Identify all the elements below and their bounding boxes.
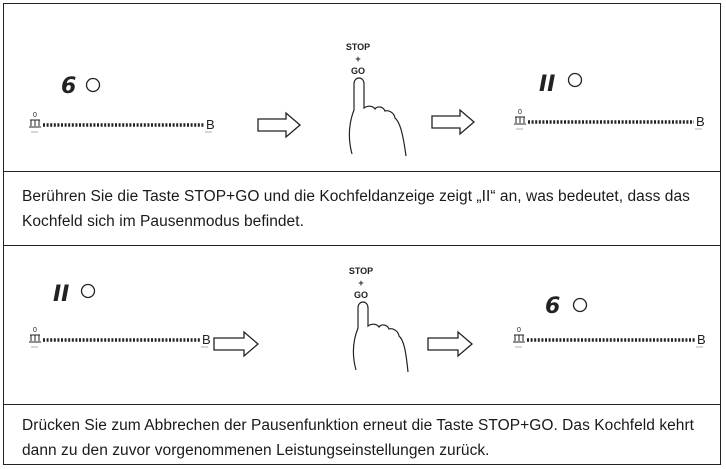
- pot-icon: [514, 116, 526, 125]
- key-label-go: GO: [351, 66, 365, 76]
- cooking-zone-display: 6: [545, 294, 588, 319]
- cooking-zone-display: II: [539, 72, 583, 97]
- stop-go-key: STOP + GO: [346, 42, 370, 76]
- arrow-right-icon: [427, 330, 473, 358]
- key-label-plus: +: [358, 278, 363, 288]
- figure-pause-off-svg: II 0 B STOP + GO: [29, 266, 706, 373]
- slider-max-label: B: [697, 332, 706, 347]
- pause-indicator-digit: II: [539, 72, 555, 97]
- pot-icon: [29, 334, 41, 343]
- slider-min-label: 0: [518, 109, 522, 116]
- figure-pause-on: 6 0 B STOP + GO: [4, 4, 720, 171]
- slider-max-label: B: [696, 114, 705, 129]
- pause-indicator-digit: II: [53, 282, 69, 307]
- arrow-right-icon: [257, 111, 301, 139]
- finger-hand-icon: [352, 301, 409, 373]
- slider-min-label: 0: [33, 112, 37, 119]
- arrow-right-icon: [431, 108, 475, 136]
- cooking-zone-display: II: [53, 282, 96, 307]
- power-level-digit: 6: [545, 294, 560, 319]
- zone-indicator-icon: [85, 77, 101, 93]
- slider-max-label: B: [206, 117, 215, 132]
- key-label-go: GO: [354, 290, 368, 300]
- power-slider: 0 B: [29, 327, 211, 348]
- stop-go-key: STOP + GO: [349, 266, 373, 300]
- zone-indicator-icon: [80, 283, 96, 299]
- finger-hand-icon: [348, 77, 407, 157]
- slider-max-label: B: [202, 332, 211, 347]
- slider-min-label: 0: [33, 327, 37, 334]
- key-label-plus: +: [355, 54, 360, 64]
- key-label-stop: STOP: [346, 42, 370, 52]
- figure-pause-on-svg: 6 0 B STOP + GO: [29, 42, 705, 157]
- arrow-right-icon: [213, 330, 259, 358]
- caption-pause-off: Drücken Sie zum Abbrechen der Pausenfunk…: [22, 417, 695, 459]
- zone-indicator-icon: [572, 297, 588, 313]
- power-slider: 0 B: [513, 327, 706, 348]
- caption-pause-on: Berühren Sie die Taste STOP+GO und die K…: [22, 188, 690, 230]
- figure-pause-off: II 0 B STOP + GO: [4, 246, 720, 404]
- instruction-frame: 6 0 B STOP + GO: [3, 3, 721, 465]
- slider-min-label: 0: [517, 327, 521, 334]
- divider: [4, 404, 720, 405]
- power-slider: 0 B: [29, 112, 215, 133]
- divider: [4, 245, 720, 246]
- pot-icon: [513, 334, 525, 343]
- pot-icon: [29, 119, 41, 128]
- power-slider: 0 B: [514, 109, 705, 130]
- zone-indicator-icon: [567, 72, 583, 88]
- power-level-digit: 6: [61, 74, 76, 99]
- key-label-stop: STOP: [349, 266, 373, 276]
- divider: [4, 171, 720, 172]
- cooking-zone-display: 6: [61, 74, 101, 99]
